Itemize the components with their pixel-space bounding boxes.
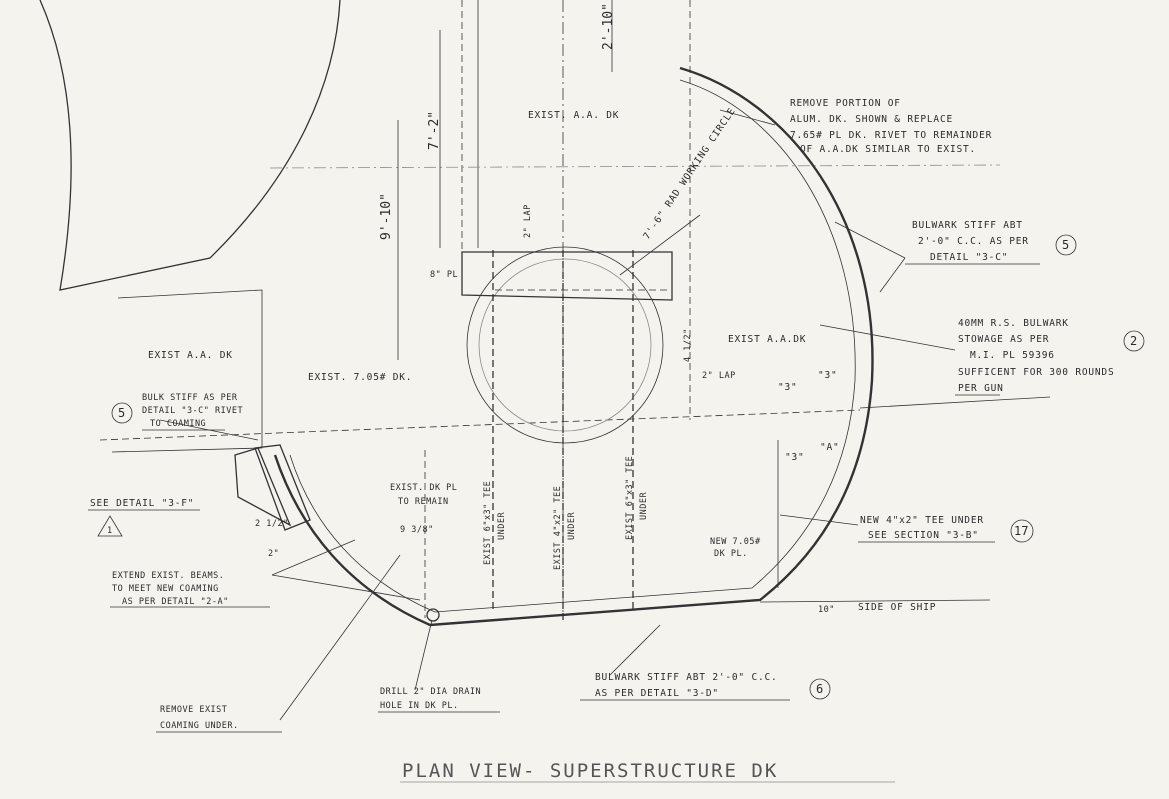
label-bulwark-stiff-top-3: DETAIL "3-C" [930, 252, 1008, 263]
leader-remove-coaming [279, 554, 401, 721]
label-exist-tee-2b: UNDER [567, 512, 577, 540]
callout-5-top: 5 [1062, 238, 1069, 252]
label-remove-portion-3: 7.65# PL DK. RIVET TO REMAINDER [790, 130, 992, 141]
label-40mm-4: SUFFICENT FOR 300 ROUNDS [958, 367, 1114, 378]
coaming-detail-3f [234, 444, 311, 531]
label-bulwark-stiff-top-1: BULWARK STIFF ABT [912, 220, 1023, 231]
side-of-ship-line [759, 599, 991, 603]
label-exist-tee-1b: UNDER [497, 512, 507, 540]
leader-drill [414, 619, 433, 691]
gun-working-circle [466, 246, 664, 444]
label-new-tee-2: SEE SECTION "3-B" [868, 530, 979, 541]
existing-aa-deck-left-outline [111, 289, 263, 453]
label-new-tee-1: NEW 4"x2" TEE UNDER [860, 515, 984, 526]
label-exist-aa-dk-left: EXIST A.A. DK [148, 350, 233, 361]
label-drill-2: HOLE IN DK PL. [380, 701, 459, 711]
label-remove-portion-4: OF A.A.DK SIMILAR TO EXIST. [800, 144, 976, 155]
label-section-3a: "3" [778, 382, 798, 393]
leader-bottom-stiff [609, 624, 661, 676]
label-40mm-3: M.I. PL 59396 [970, 350, 1055, 361]
label-40mm-1: 40MM R.S. BULWARK [958, 318, 1069, 329]
label-drill-1: DRILL 2" DIA DRAIN [380, 687, 481, 697]
callout-circle-5-top [1055, 234, 1077, 256]
label-exist-aa-dk-top: EXIST. A.A. DK [528, 110, 619, 121]
callout-triangle-1 [97, 515, 123, 537]
callout-2: 2 [1130, 334, 1137, 348]
dim-side-ship-text: 10" [818, 605, 835, 615]
bulwark-inner-arc [289, 79, 856, 613]
callout-6: 6 [816, 682, 823, 696]
callout-5-left: 5 [118, 406, 125, 420]
label-exist-dk-pl-1: EXIST. DK PL [390, 483, 457, 493]
drain-hole [426, 608, 440, 622]
label-bottom-stiff-2: AS PER DETAIL "3-D" [595, 688, 719, 699]
pl-mark-text: 8" PL [430, 270, 458, 280]
label-bulk-stiff-1: BULK STIFF AS PER [142, 393, 238, 403]
label-exist-tee-3a: EXIST 6"x3" TEE [625, 456, 635, 540]
callout-circle-2 [1123, 330, 1145, 352]
label-side-of-ship: SIDE OF SHIP [858, 602, 936, 613]
dim-lower-left-a-text: 2 1/2" [255, 519, 289, 529]
callout-circle-17 [1010, 519, 1034, 543]
label-extend-beams-1: EXTEND EXIST. BEAMS. [112, 571, 224, 581]
callout-circle-5-left [111, 402, 133, 424]
drawing-title: PLAN VIEW- SUPERSTRUCTURE DK [402, 760, 778, 782]
leader-bulwark-stiff-top [834, 221, 906, 259]
leader-extend-beams-2 [271, 539, 356, 576]
leader-remove-portion [719, 109, 776, 126]
label-exist-dk-pl-2: TO REMAIN [398, 497, 449, 507]
label-extend-beams-2: TO MEET NEW COAMING [112, 584, 219, 594]
label-extend-beams-3: AS PER DETAIL "2-A" [122, 597, 229, 607]
dim-small-vert-text: 4 1/2" [683, 328, 693, 362]
dim-lap-side-text: 2" LAP [702, 371, 736, 381]
label-remove-coaming-2: COAMING UNDER. [160, 721, 239, 731]
label-see-detail-3f: SEE DETAIL "3-F" [90, 498, 194, 509]
label-40mm-5: PER GUN [958, 383, 1004, 394]
dim-left-lower-text: 9'-10" [379, 193, 394, 240]
label-exist-aa-dk-right: EXIST A.A.DK [728, 334, 806, 345]
dim-lap-top-text: 2" LAP [523, 204, 533, 238]
label-exist-tee-3b: UNDER [639, 492, 649, 520]
label-bulk-stiff-3: TO COAMING [150, 419, 206, 429]
centerline-h1 [269, 164, 1001, 169]
dim-top-text: 2'-10" [601, 3, 616, 50]
label-new-705-1: NEW 7.05# [710, 537, 761, 547]
existing-deck-outline-arc [39, 0, 341, 291]
bulwark-outer-arc [273, 66, 874, 627]
leader-40mm [819, 324, 956, 351]
bulwark-leader-line [859, 396, 1051, 409]
label-bulk-stiff-2: DETAIL "3-C" RIVET [142, 406, 243, 416]
label-section-a: "A" [820, 442, 840, 453]
label-section-3b: "3" [818, 370, 838, 381]
label-exist-705-dk: EXIST. 7.05# DK. [308, 372, 412, 383]
label-remove-coaming-1: REMOVE EXIST [160, 705, 227, 715]
dim-lower-left-b-text: 2" [268, 549, 279, 559]
label-remove-portion-2: ALUM. DK. SHOWN & REPLACE [790, 114, 953, 125]
callout-1: 1 [107, 526, 113, 536]
label-40mm-2: STOWAGE AS PER [958, 334, 1049, 345]
dim-drain-offset-text: 9 3/8" [400, 525, 434, 535]
label-new-705-2: DK PL. [714, 549, 748, 559]
deck-opening-outline [461, 251, 673, 301]
label-bulwark-stiff-top-2: 2'-0" C.C. AS PER [918, 236, 1029, 247]
gun-working-circle-inner [478, 258, 652, 432]
leader-extend-beams [271, 574, 421, 601]
dim-left-upper-text: 7'-2" [427, 111, 442, 150]
label-exist-tee-1a: EXIST 6"x3" TEE [483, 481, 493, 565]
leader-bulwark-stiff-top-2 [879, 257, 906, 293]
callout-circle-6 [809, 678, 831, 700]
callout-17: 17 [1014, 524, 1028, 538]
label-bottom-stiff-1: BULWARK STIFF ABT 2'-0" C.C. [595, 672, 778, 683]
leader-new-tee [779, 514, 859, 526]
label-remove-portion-1: REMOVE PORTION OF [790, 98, 901, 109]
label-section-3c: "3" [785, 452, 805, 463]
label-exist-tee-2a: EXIST 4"x2" TEE [553, 486, 563, 570]
centerline-h2 [99, 409, 861, 441]
